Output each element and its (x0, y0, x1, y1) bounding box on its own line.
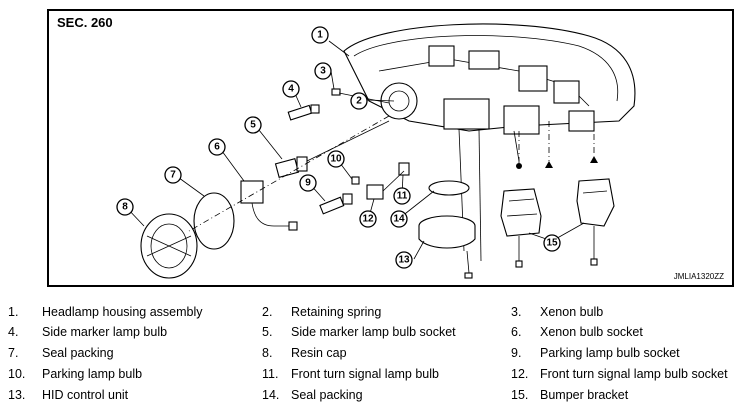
seal-packing-2-drawing (428, 180, 470, 196)
legend-number: 9. (511, 346, 522, 360)
legend-label: Headlamp housing assembly (42, 305, 203, 319)
parking-socket-drawing (319, 193, 353, 215)
legend-row: 13. HID control unit 14. Seal packing 15… (0, 388, 743, 408)
legend-row: 10. Parking lamp bulb 11. Front turn sig… (0, 367, 743, 387)
svg-text:12: 12 (362, 214, 374, 225)
svg-text:3: 3 (320, 66, 326, 77)
svg-text:10: 10 (330, 154, 342, 165)
callout-15: 15 (543, 234, 561, 252)
section-title: SEC. 260 (57, 15, 113, 30)
seal-packing-drawing (193, 192, 235, 250)
legend-number: 6. (511, 325, 522, 339)
exploded-view-drawing: 1 2 3 4 5 6 7 8 9 10 11 12 13 14 15 (116, 23, 636, 279)
legend-number: 15. (511, 388, 529, 402)
diagram-frame: 1 2 3 4 5 6 7 8 9 10 11 12 13 14 15 SEC.… (47, 9, 734, 287)
svg-text:11: 11 (397, 191, 408, 202)
legend-number: 10. (8, 367, 26, 381)
svg-text:2: 2 (356, 96, 362, 107)
callout-1: 1 (311, 26, 329, 44)
headlamp-housing-drawing (343, 23, 636, 262)
legend-label: Front turn signal lamp bulb socket (540, 367, 728, 381)
legend-row: 4. Side marker lamp bulb 5. Side marker … (0, 325, 743, 345)
legend-label: Front turn signal lamp bulb (291, 367, 439, 381)
legend-label: Retaining spring (291, 305, 382, 319)
legend-label: Resin cap (291, 346, 347, 360)
turn-signal-socket-drawing (366, 170, 405, 200)
svg-text:6: 6 (214, 142, 220, 153)
callout-12: 12 (359, 210, 377, 228)
callout-13: 13 (395, 251, 413, 269)
legend-label: Xenon bulb (540, 305, 604, 319)
callout-3: 3 (314, 62, 332, 80)
legend-row: 1. Headlamp housing assembly 2. Retainin… (0, 305, 743, 325)
legend-number: 14. (262, 388, 280, 402)
svg-text:5: 5 (250, 120, 256, 131)
legend-label: Parking lamp bulb (42, 367, 143, 381)
side-marker-socket-drawing (274, 120, 390, 179)
callout-7: 7 (164, 166, 182, 184)
svg-text:14: 14 (393, 214, 405, 225)
svg-text:4: 4 (288, 84, 294, 95)
legend-label: Side marker lamp bulb socket (291, 325, 456, 339)
legend-label: Xenon bulb socket (540, 325, 643, 339)
svg-text:9: 9 (305, 178, 311, 189)
side-marker-bulb-drawing (287, 104, 320, 121)
legend-number: 2. (262, 305, 273, 319)
callout-11: 11 (393, 187, 411, 205)
figure-id: JMLIA1320ZZ (673, 272, 724, 281)
legend-number: 12. (511, 367, 529, 381)
bumper-bracket-drawing (500, 156, 615, 268)
legend-row: 7. Seal packing 8. Resin cap 9. Parking … (0, 346, 743, 366)
hid-control-unit-drawing (418, 215, 476, 279)
legend-label: Parking lamp bulb socket (540, 346, 680, 360)
resin-cap-drawing (140, 213, 198, 279)
callout-10: 10 (327, 150, 345, 168)
legend-label: Side marker lamp bulb (42, 325, 168, 339)
svg-text:7: 7 (170, 170, 176, 181)
parking-bulb-drawing (351, 176, 360, 185)
legend-number: 5. (262, 325, 273, 339)
callout-4: 4 (282, 80, 300, 98)
legend-number: 3. (511, 305, 522, 319)
legend-label: Seal packing (42, 346, 114, 360)
legend-number: 4. (8, 325, 19, 339)
legend-number: 11. (262, 367, 279, 381)
callout-2: 2 (350, 92, 368, 110)
legend-label: Seal packing (291, 388, 363, 402)
legend-number: 13. (8, 388, 26, 402)
svg-text:13: 13 (398, 255, 410, 266)
xenon-socket-drawing (240, 180, 298, 231)
legend-label: Bumper bracket (540, 388, 629, 402)
legend-label: HID control unit (42, 388, 129, 402)
legend-number: 1. (8, 305, 19, 319)
legend-number: 7. (8, 346, 19, 360)
callout-9: 9 (299, 174, 317, 192)
svg-text:15: 15 (546, 238, 558, 249)
svg-text:8: 8 (122, 202, 128, 213)
alignment-lines (188, 115, 595, 232)
legend-number: 8. (262, 346, 273, 360)
callout-14: 14 (390, 210, 408, 228)
svg-text:1: 1 (317, 30, 323, 41)
turn-signal-bulb-drawing (398, 162, 410, 176)
callout-5: 5 (244, 116, 262, 134)
callout-6: 6 (208, 138, 226, 156)
callout-8: 8 (116, 198, 134, 216)
